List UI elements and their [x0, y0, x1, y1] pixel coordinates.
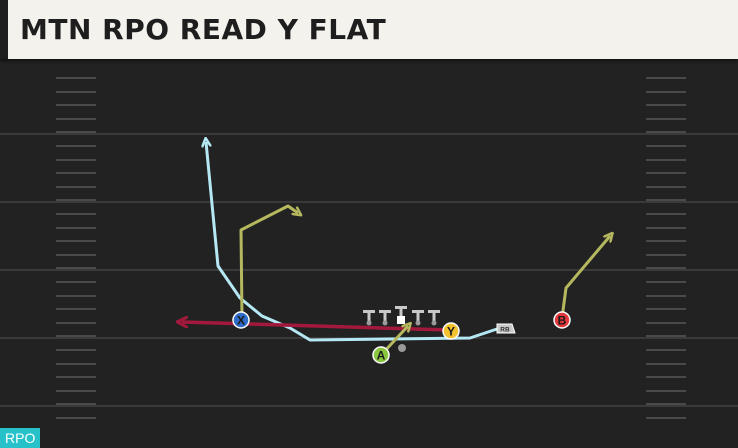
field-surface — [0, 59, 738, 448]
x-olive-route — [239, 204, 298, 319]
lineman — [428, 310, 440, 326]
player-rb: RB — [496, 323, 516, 334]
player-y-label: Y — [447, 325, 455, 339]
lineman — [379, 310, 391, 326]
player-y: Y — [442, 322, 460, 340]
play-header: MTN RPO READ Y FLAT — [0, 0, 738, 59]
quarterback-marker — [398, 344, 406, 352]
left-hash-marks — [56, 77, 96, 419]
header-accent-bar — [0, 0, 8, 59]
player-a-label: A — [377, 349, 386, 363]
player-b-label: B — [558, 314, 567, 328]
lineman — [363, 310, 375, 326]
lineman — [412, 310, 424, 326]
right-hash-marks — [646, 77, 686, 419]
player-b: B — [553, 311, 571, 329]
player-x-label: X — [237, 314, 245, 328]
player-a: A — [372, 346, 390, 364]
b-olive-route — [560, 236, 610, 319]
player-rb-label: RB — [500, 327, 510, 334]
play-title: MTN RPO READ Y FLAT — [20, 13, 387, 46]
light-blue-route — [206, 142, 501, 342]
center-lineman — [395, 306, 407, 324]
yard-lines — [0, 133, 738, 407]
play-type-tag: RPO — [0, 428, 41, 448]
player-x: X — [232, 311, 250, 329]
offensive-line — [363, 306, 440, 326]
